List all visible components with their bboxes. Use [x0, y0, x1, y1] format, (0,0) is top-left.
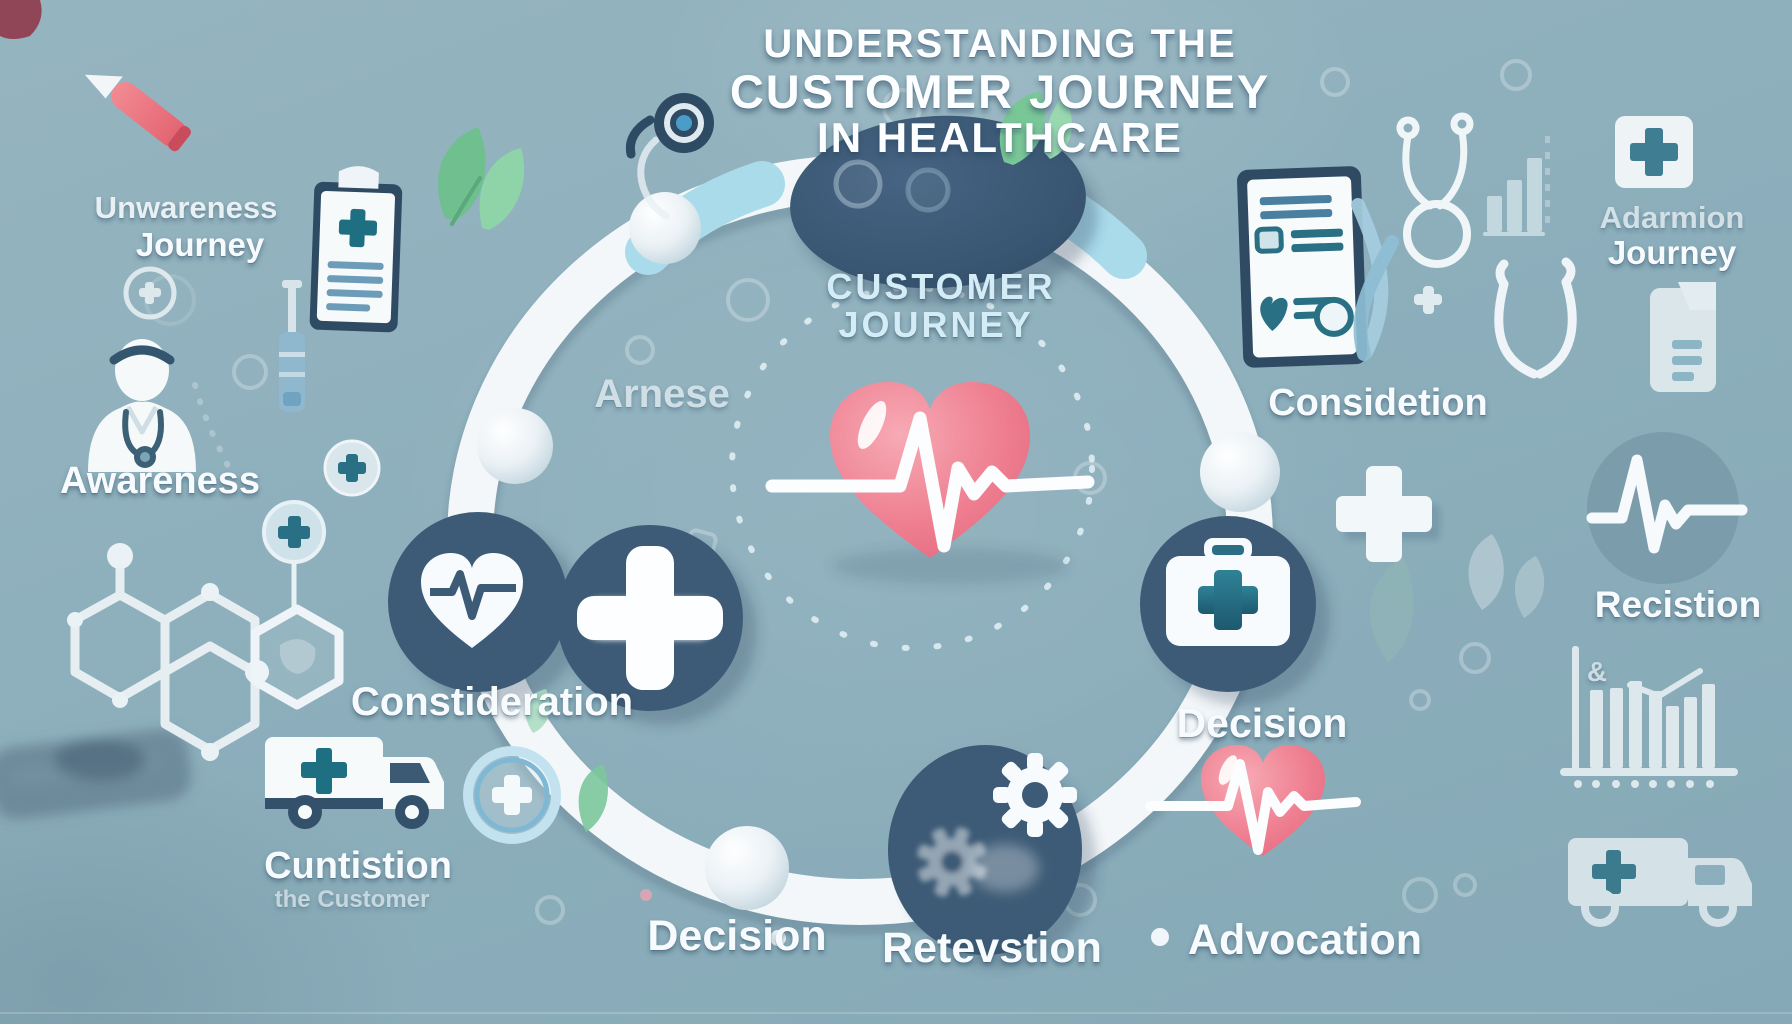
awareness-ribbon-icon [1351, 198, 1399, 361]
doctor-icon [88, 339, 196, 472]
cross-node-icon [557, 525, 757, 725]
plus-badge-icon [323, 439, 381, 497]
corner-red-blob [0, 0, 42, 39]
white-cross-icon [1615, 116, 1693, 188]
advocation-label: Advocation [1187, 916, 1423, 964]
stethoscope-icon-right-1 [1396, 112, 1474, 268]
heart-ecg-icon [765, 382, 1095, 584]
molecule-icon [67, 543, 269, 761]
adarmion-journey-label-line-1: Adarmion [1599, 200, 1745, 235]
stethoscope-icon-right-2 [1494, 257, 1577, 379]
ampersand-label: & [1586, 656, 1608, 687]
red-pen-icon [84, 74, 191, 152]
decision-bottom-label: Decision [647, 912, 827, 960]
ring-sphere-nodes [477, 192, 1280, 910]
center-heading-line-1: CUSTOMER [826, 266, 1056, 307]
bar-chart-icon-large [1560, 646, 1738, 788]
medicine-bottle-icon [1650, 282, 1716, 392]
cuntistion-label: Cuntistion [264, 845, 452, 887]
cuntistion-sub-label: the Customer [274, 886, 430, 913]
advocation-heart-ecg-icon [1145, 745, 1361, 856]
center-heading-line-2: JOURNEY [838, 304, 1034, 345]
leaf-icon-small-1 [525, 689, 550, 733]
unwareness-journey-label-line-1: Unwareness [94, 190, 278, 225]
dashed-circle [729, 285, 1095, 651]
leaf-icon-top-left [437, 127, 525, 230]
decision-right-label: Decision [1176, 700, 1348, 746]
plus-ring-badge-icon [463, 746, 561, 844]
heart-pulse-node-icon [388, 512, 584, 706]
big-white-plus-icon [1336, 466, 1440, 562]
recistion-label: Recistion [1594, 584, 1762, 625]
pulse-circle-icon [1586, 432, 1748, 584]
ambulance-icon [265, 737, 444, 829]
considetion-label: Considetion [1268, 382, 1488, 424]
constideration-label: Constideration [350, 680, 634, 724]
title-line-1: UNDERSTANDING THE [763, 22, 1237, 66]
small-white-plus-icon [1414, 286, 1442, 314]
stethoscope-head-icon [625, 93, 714, 220]
leaf-icon-faint-right [1369, 558, 1414, 662]
pink-dot [640, 889, 652, 901]
awareness-label: Awareness [60, 460, 260, 502]
clipboard-cross-icon [309, 166, 403, 333]
retevstion-label: Retevstion [882, 924, 1102, 972]
plus-badge-stick-icon [262, 500, 326, 612]
gear-node-icon [888, 745, 1096, 967]
leaf-icon-small-2 [578, 764, 608, 832]
bar-chart-icon-small [1483, 136, 1550, 236]
title-line-3: IN HEALTHCARE [817, 114, 1183, 161]
adarmion-journey-label-line-2: Journey [1607, 234, 1737, 271]
label-dots [770, 928, 1169, 946]
plus-circle-outline-icon [123, 266, 177, 320]
hexagon-icon [250, 604, 344, 710]
ambulance-icon-right [1568, 838, 1752, 927]
syringe-icon [279, 280, 305, 412]
first-aid-kit-node-icon [1140, 516, 1330, 706]
checklist-clipboard-icon [1237, 166, 1368, 368]
unwareness-journey-label-line-2: Journey [135, 226, 265, 263]
arnese-label: Arnese [594, 372, 730, 416]
bottom-edge-line [0, 1012, 1792, 1014]
title-line-2: CUSTOMER JOURNEY [729, 65, 1271, 118]
blurred-bed-shape [0, 728, 192, 820]
leaf-icon-top-right [999, 91, 1072, 165]
teardrop-glass-icon [1468, 534, 1545, 618]
